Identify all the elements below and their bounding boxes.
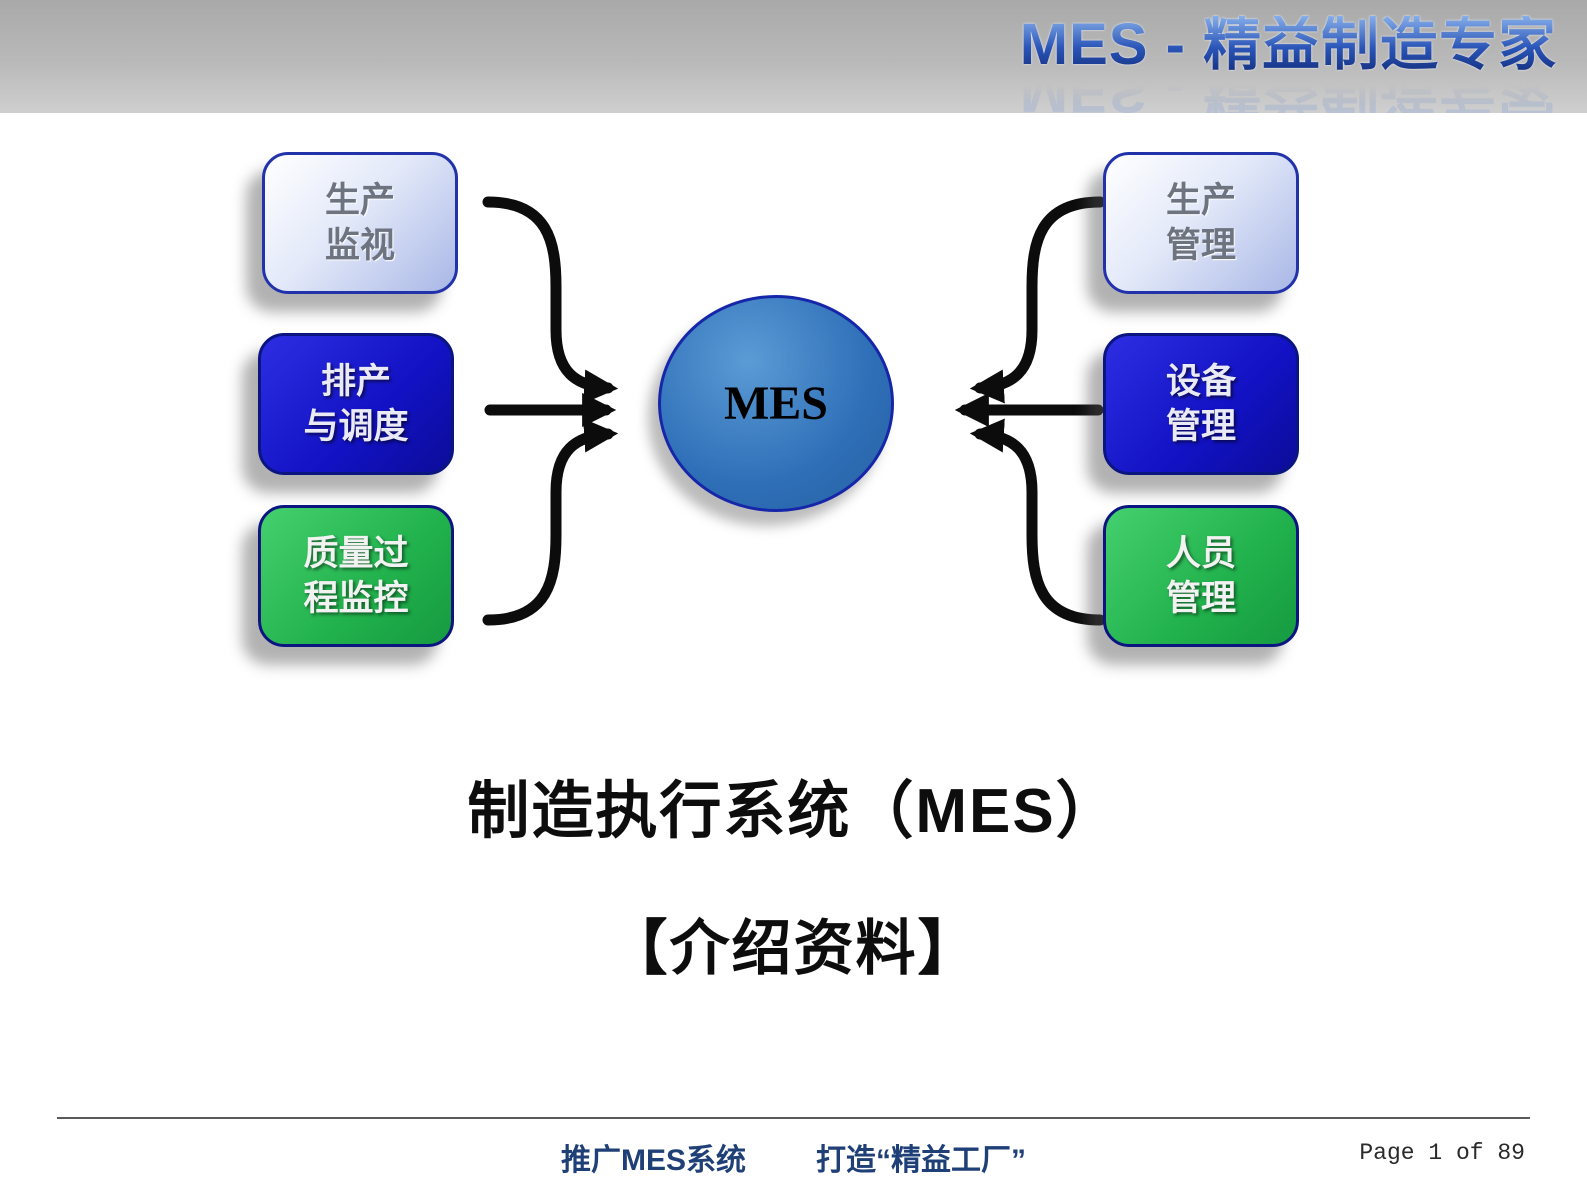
box-production-monitoring: 生产 监视 (262, 152, 458, 294)
box-scheduling-dispatch: 排产 与调度 (258, 333, 454, 475)
box-equipment-management: 设备 管理 (1103, 333, 1299, 475)
slide-subtitle: 【介绍资料】 (607, 915, 980, 982)
logo: MES - 精益制造专家 MES - 精益制造专家 (1019, 12, 1557, 114)
logo-reflection: MES - 精益制造专家 (1020, 59, 1557, 113)
slide-title: 制造执行系统（MES） (467, 777, 1120, 846)
arrow-right-top (969, 196, 1106, 404)
box-personnel-management: 人员 管理 (1103, 505, 1299, 647)
arrow-right-bottom (969, 418, 1106, 626)
footer-divider (57, 1117, 1530, 1119)
footer-slogan-right: 打造“精益工厂” (816, 1144, 1026, 1177)
box-production-management: 生产 管理 (1103, 152, 1299, 294)
footer-slogans: 推广MES系统 打造“精益工厂” (0, 1135, 1587, 1179)
arrow-left-top (482, 196, 619, 404)
footer-slogan-left: 推广MES系统 (560, 1144, 746, 1177)
mes-hub-ellipse: MES (658, 295, 894, 512)
logo-text: MES - 精益制造专家 (1019, 12, 1557, 77)
arrow-left-bottom (482, 418, 619, 626)
page-number: Page 1 of 89 (1359, 1140, 1525, 1166)
box-quality-process-control: 质量过 程监控 (258, 505, 454, 647)
header-band: MES - 精益制造专家 MES - 精益制造专家 (0, 0, 1587, 113)
